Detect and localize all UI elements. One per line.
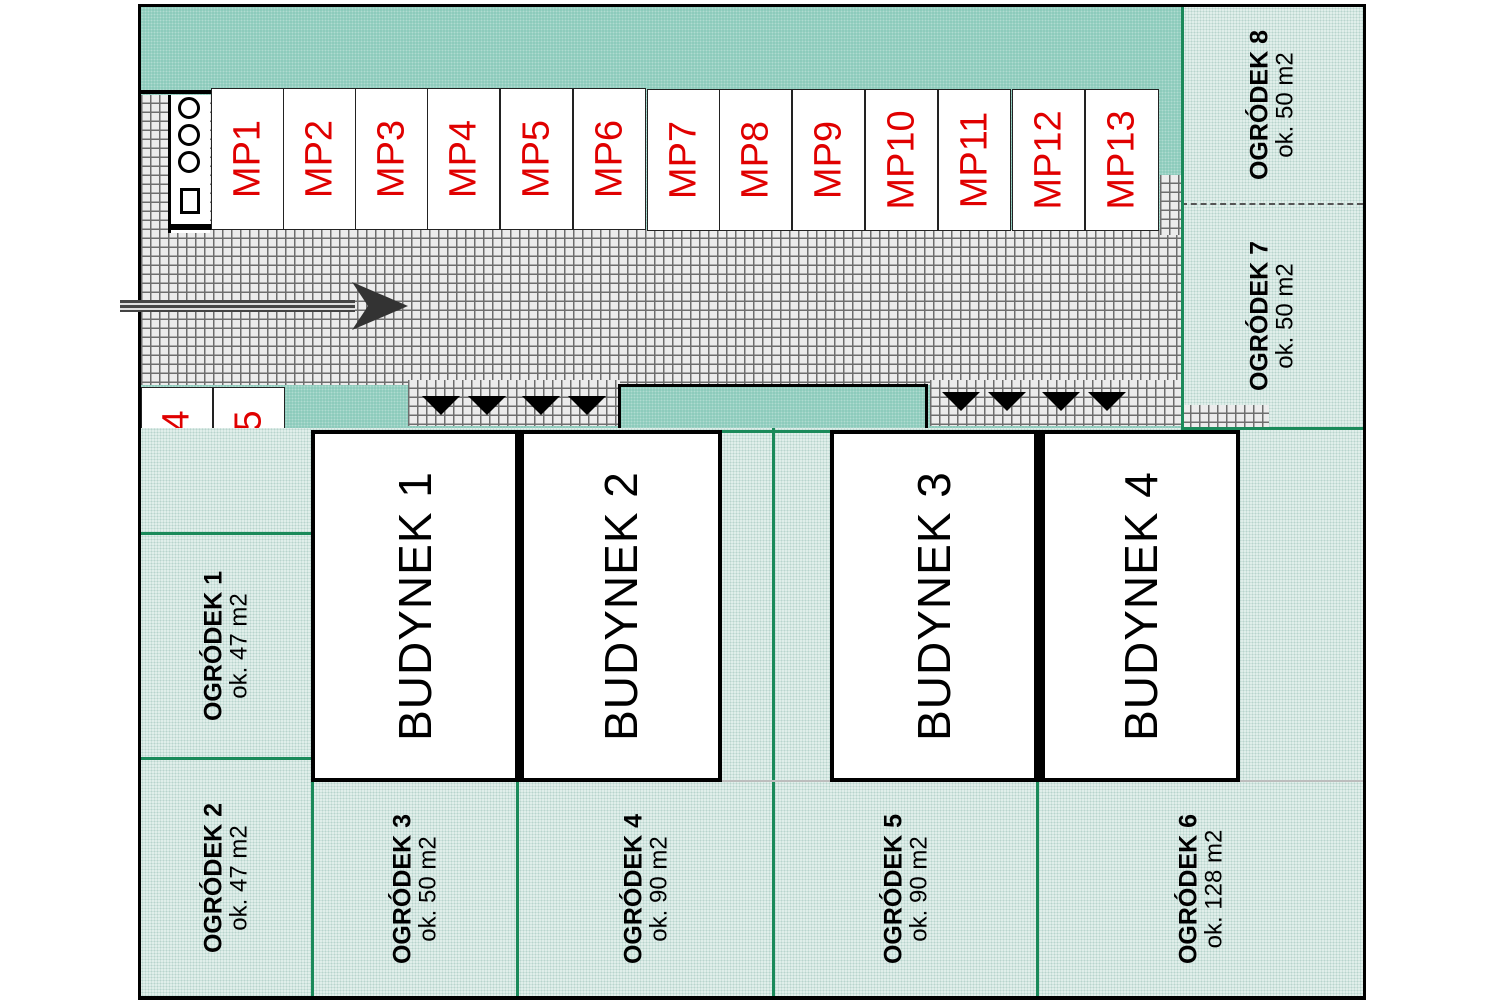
garden-boundary [516, 782, 519, 996]
parking-space: MP1 [211, 88, 284, 230]
parking-space: MP5 [500, 88, 573, 230]
parking-label: MP3 [370, 119, 412, 199]
driveway [141, 230, 1181, 385]
parking-space: MP10 [865, 89, 938, 231]
garden-area: ok. 50 m2 [1271, 263, 1299, 369]
entrance-marker-icon [522, 396, 560, 415]
entrance-marker-icon [568, 396, 606, 415]
waste-bin-icon [178, 151, 200, 173]
waste-bin-icon [178, 97, 200, 119]
garden-boundary [141, 532, 313, 535]
parking-label: MP8 [734, 120, 776, 200]
entrance-marker-icon [1088, 392, 1126, 411]
entrance-marker-icon [1042, 392, 1080, 411]
garden-area: ok. 128 m2 [1200, 829, 1228, 949]
building-label: BUDYNEK 4 [1114, 471, 1167, 741]
parking-space: MP6 [573, 88, 646, 230]
garden-name: OGRÓDEK 3 [388, 813, 417, 965]
parking-space: MP11 [938, 89, 1011, 231]
parking-label: MP7 [662, 120, 704, 200]
garden-boundary [775, 430, 833, 433]
parking-label: MP9 [807, 120, 849, 200]
building-3: BUDYNEK 3 [830, 430, 1038, 782]
parking-space: MP9 [792, 89, 865, 231]
garden-name: OGRÓDEK 7 [1245, 240, 1274, 392]
garden-divider [1181, 203, 1363, 205]
plot-outline [138, 4, 1366, 1000]
driveway-right [1160, 175, 1181, 235]
parking-space: MP4 [427, 88, 500, 230]
parking-space: MP3 [355, 88, 428, 230]
garden-boundary [720, 430, 775, 433]
parking-label: MP5 [515, 119, 557, 199]
garden-boundary [772, 428, 775, 996]
parking-space: MP2 [283, 88, 356, 230]
parking-space: MP12 [1012, 89, 1085, 231]
garden-name: OGRÓDEK 4 [619, 813, 648, 965]
garden-name: OGRÓDEK 5 [879, 813, 908, 965]
entrance-arrow-icon [120, 282, 408, 330]
bin-wall [170, 224, 212, 230]
garden-boundary [1181, 7, 1184, 429]
building-label: BUDYNEK 2 [595, 471, 647, 741]
garden-area: ok. 50 m2 [414, 836, 442, 942]
garden-name: OGRÓDEK 8 [1245, 29, 1274, 181]
left-garden-zone [141, 532, 313, 996]
entrance-marker-icon [942, 392, 980, 411]
bin-wall [138, 90, 212, 94]
building-4: BUDYNEK 4 [1034, 430, 1240, 782]
garden-boundary [1181, 427, 1363, 430]
entrance-marker-icon [422, 396, 460, 415]
green-island [618, 384, 928, 428]
parking-label: MP2 [298, 119, 340, 199]
parking-label: MP13 [1100, 110, 1143, 210]
garden-area: ok. 47 m2 [225, 825, 253, 931]
parking-label: MP1 [226, 119, 268, 199]
waste-bin-icon [178, 124, 200, 146]
building-2: BUDYNEK 2 [515, 430, 722, 782]
building-label: BUDYNEK 3 [908, 471, 960, 741]
parking-label: MP10 [880, 110, 922, 210]
garden-area: ok. 50 m2 [1271, 52, 1299, 158]
building-label: BUDYNEK 1 [389, 471, 441, 741]
parking-space: MP7 [647, 89, 720, 231]
garden-name: OGRÓDEK 1 [199, 570, 228, 722]
driveway-corner [1181, 405, 1269, 427]
parking-label: MP6 [588, 119, 630, 199]
parking-label: MP11 [953, 111, 995, 209]
parking-label: MP4 [442, 119, 484, 199]
garden-area: ok. 90 m2 [645, 836, 673, 942]
building-1: BUDYNEK 1 [311, 430, 519, 782]
garden-area: ok. 90 m2 [905, 836, 933, 942]
parking-label: MP12 [1027, 110, 1069, 210]
parking-space: MP13 [1085, 89, 1159, 231]
waste-bin-icon [180, 188, 200, 214]
garden-name: OGRÓDEK 2 [199, 802, 228, 954]
entrance-marker-icon [988, 392, 1026, 411]
entrance-marker-icon [468, 396, 506, 415]
garden-area: ok. 47 m2 [225, 593, 253, 699]
garden-boundary [1036, 782, 1039, 996]
garden-boundary [141, 757, 313, 760]
garden-name: OGRÓDEK 6 [1174, 813, 1203, 965]
parking-space: MP8 [719, 89, 792, 231]
